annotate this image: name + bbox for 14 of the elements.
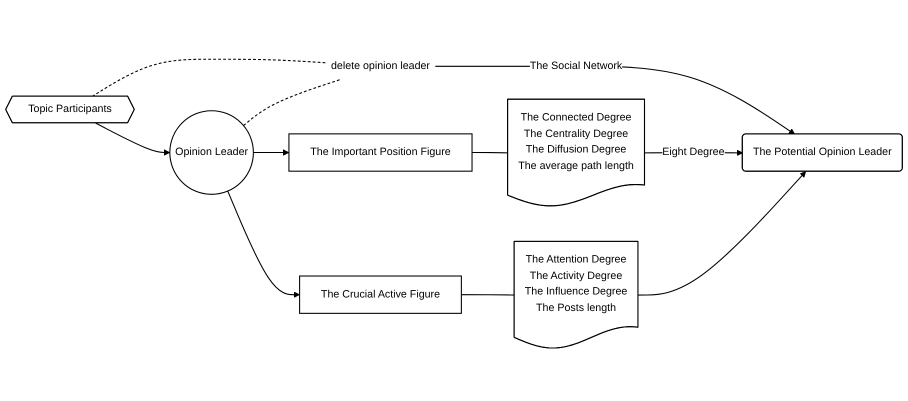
connector	[461, 294, 514, 296]
connector	[243, 79, 340, 126]
connector	[92, 58, 326, 97]
node-text: delete opinion leader	[330, 60, 430, 72]
arrow	[638, 171, 806, 296]
arrow	[95, 122, 170, 156]
arrow	[253, 149, 290, 156]
connector	[472, 152, 508, 154]
edge-label: Eight Degree	[662, 146, 725, 158]
node-box: The Important Position Figure	[288, 133, 473, 172]
edge-label: The Social Network	[530, 60, 622, 72]
node-circle: Opinion Leader	[169, 110, 254, 195]
arrow	[227, 190, 300, 298]
node-box: The Crucial Active Figure	[299, 275, 462, 314]
